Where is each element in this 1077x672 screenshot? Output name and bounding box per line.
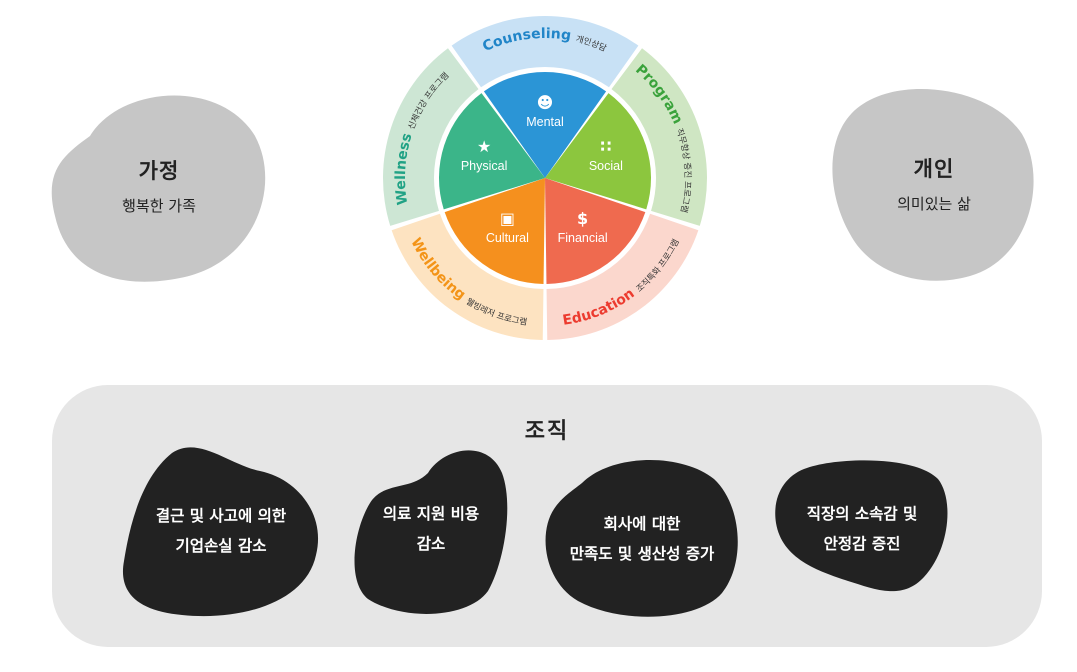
org-item-4-line1: 직장의 소속감 및 <box>806 505 918 523</box>
org-item-4: 직장의 소속감 및 안정감 증진 <box>774 459 950 599</box>
individual-title: 개인 <box>913 156 955 181</box>
individual-blob-shape <box>832 89 1034 281</box>
organization-panel: 조직 결근 및 사고에 의한 기업손실 감소 의료 지원 비용 감소 회사에 대… <box>52 385 1042 647</box>
outer-segment-shape <box>383 48 479 226</box>
inner-segment-social: ∷ Social <box>545 93 651 210</box>
inner-segment-cultural: ▣ Cultural <box>444 178 545 284</box>
org-item-2-line1: 의료 지원 비용 <box>382 505 480 523</box>
inner-segment-label: Social <box>589 159 623 173</box>
inner-segment-shape <box>444 178 545 284</box>
inner-segment-shape <box>545 178 646 284</box>
individual-subtitle: 의미있는 삶 <box>897 194 971 213</box>
inner-segment-label: Cultural <box>486 231 529 245</box>
inner-segment-label: Mental <box>526 115 564 129</box>
outer-segment-shape <box>451 15 639 88</box>
outer-segment-shape <box>546 213 699 340</box>
family-subtitle: 행복한 가족 <box>122 196 196 215</box>
outer-segment-shape <box>391 213 544 340</box>
inner-segment-label: Physical <box>461 159 508 173</box>
org-blob-shape <box>354 450 508 614</box>
org-blob-shape <box>122 447 319 617</box>
individual-blob: 개인 의미있는 삶 <box>830 84 1038 282</box>
org-item-3-line2: 만족도 및 생산성 증가 <box>569 545 715 563</box>
org-item-1-line1: 결근 및 사고에 의한 <box>155 507 287 525</box>
people-icon: ∷ <box>600 137 611 156</box>
inner-ring: ☻ Mental ∷ Social $ Financial ▣ Cultural ★ Physic… <box>439 71 651 284</box>
inner-segment-shape <box>545 93 651 210</box>
org-item-2-line2: 감소 <box>416 535 446 553</box>
family-title: 가정 <box>138 158 180 183</box>
org-item-3: 회사에 대한 만족도 및 생산성 증가 <box>542 459 742 619</box>
head-icon: ☻ <box>537 93 554 112</box>
org-blob-shape <box>775 460 948 592</box>
inner-segment-physical: ★ Physical <box>439 93 545 210</box>
org-blob-shape <box>545 459 738 617</box>
dollar-icon: $ <box>577 209 588 228</box>
org-item-2: 의료 지원 비용 감소 <box>352 443 510 615</box>
outer-segment-shape <box>611 48 707 226</box>
outer-segment-education: Education조직특화 프로그램 <box>546 213 699 340</box>
org-item-4-line2: 안정감 증진 <box>823 535 901 553</box>
organization-title: 조직 <box>524 419 570 444</box>
inner-segment-financial: $ Financial <box>545 178 646 284</box>
org-item-1-line2: 기업손실 감소 <box>175 537 267 555</box>
runner-icon: ★ <box>477 137 491 156</box>
org-item-1: 결근 및 사고에 의한 기업손실 감소 <box>120 443 322 619</box>
camera-icon: ▣ <box>500 209 515 228</box>
family-blob: 가정 행복한 가족 <box>50 86 268 284</box>
org-item-3-line1: 회사에 대한 <box>603 515 681 533</box>
family-blob-shape <box>51 95 266 282</box>
inner-segment-label: Financial <box>558 231 608 245</box>
inner-segment-mental: ☻ Mental <box>483 71 607 178</box>
inner-segment-shape <box>439 93 545 210</box>
inner-segment-shape <box>483 71 607 178</box>
